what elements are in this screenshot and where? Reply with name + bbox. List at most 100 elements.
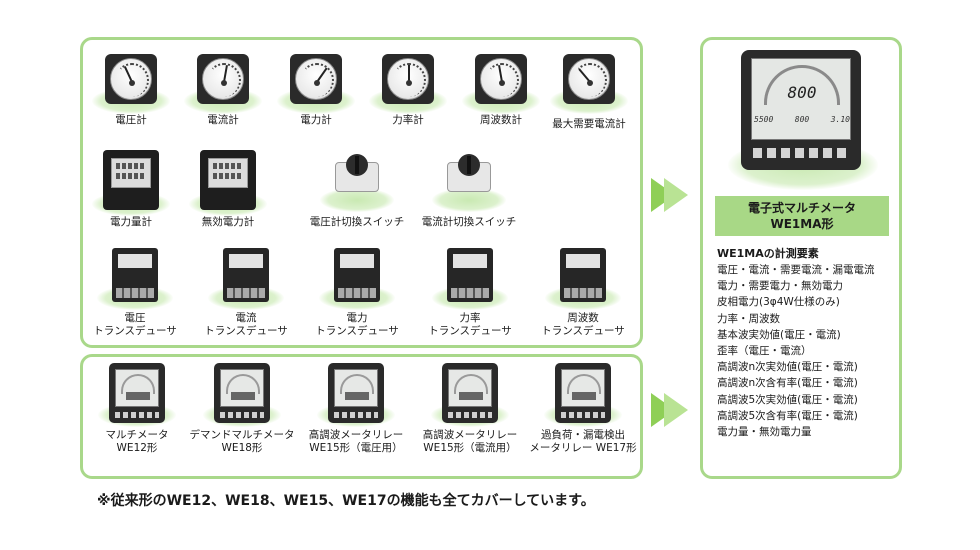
- max-demand-ammeter-item: 最大需要電流計: [541, 52, 637, 131]
- element-item: 基本波実効値(電圧・電流): [717, 328, 841, 341]
- power-transducer-image: [317, 248, 397, 312]
- item-label-line2: WE12形: [116, 442, 158, 454]
- footnote: ※従来形のWE12、WE18、WE15、WE17の機能も全てカバーしています。: [97, 493, 595, 509]
- voltmeter-switch-image: [317, 148, 397, 216]
- main-reading: 800: [787, 83, 817, 102]
- sub-reading: 5500: [754, 115, 774, 124]
- item-label-line1: 過負荷・漏電検出: [541, 429, 625, 441]
- element-item: 高調波5次含有率(電圧・電流): [717, 409, 858, 422]
- we15-current-image: [430, 363, 510, 429]
- wattmeter-item: 電力計: [276, 52, 356, 127]
- we15-voltage-item: 高調波メータリレー WE15形（電圧用）: [301, 363, 411, 455]
- item-label-line1: 電力: [346, 312, 368, 324]
- voltage-transducer-image: [95, 248, 175, 312]
- item-label-line1: 高調波メータリレー: [308, 429, 404, 441]
- front-buttons: [753, 148, 849, 158]
- element-item: 高調波n次含有率(電圧・電流): [717, 377, 858, 390]
- ammeter-image: [183, 52, 263, 114]
- sub-readings: 5500 800 3.10: [754, 115, 850, 124]
- we1ma-screen: 800 5500 800 3.10: [751, 58, 851, 140]
- power-factor-meter-item: 力率計: [368, 52, 448, 127]
- model-banner: 電子式マルチメータ WE1MA形: [715, 196, 889, 236]
- we18-image: [202, 363, 282, 429]
- arrow-right-icon: [664, 393, 688, 427]
- ammeter-switch-image: [429, 148, 509, 216]
- item-label-line2: トランスデューサ: [428, 325, 512, 337]
- watt-hour-meter-item: 電力量計: [91, 148, 171, 229]
- element-item: 力率・周波数: [717, 312, 780, 325]
- we12-image: [97, 363, 177, 429]
- elements-list: 電圧・電流・需要電流・漏電電流 電力・需要電力・無効電力 皮相電力(3φ4W仕様…: [717, 262, 875, 440]
- varmeter-item: 無効電力計: [183, 148, 273, 229]
- item-label-line2: WE15形（電圧用）: [309, 442, 403, 454]
- item-label-line1: 電流: [235, 312, 257, 324]
- element-item: 電圧・電流・需要電流・漏電電流: [717, 264, 875, 276]
- voltage-transducer-item: 電圧 トランスデューサ: [87, 248, 183, 338]
- legacy-multimeters-panel: マルチメータ WE12形 デマンドマルチメータ WE18形 高調波メータリレー …: [80, 354, 643, 479]
- current-transducer-image: [206, 248, 286, 312]
- max-demand-ammeter-image: [549, 52, 629, 114]
- item-label-line1: 周波数: [567, 312, 599, 324]
- item-label: 力率計: [392, 114, 424, 126]
- element-item: 電力・需要電力・無効電力: [717, 280, 843, 293]
- item-label: 電圧計切換スイッチ: [309, 216, 405, 228]
- item-label: 電圧計: [115, 114, 147, 126]
- item-label-line2: トランスデューサ: [541, 325, 625, 337]
- power-factor-meter-image: [368, 52, 448, 114]
- we18-item: デマンドマルチメータ WE18形: [189, 363, 295, 455]
- element-item: 電力量・無効電力量: [717, 426, 812, 439]
- item-label-line1: 高調波メータリレー: [422, 429, 518, 441]
- frequency-meter-item: 周波数計: [461, 52, 541, 127]
- wattmeter-image: [276, 52, 356, 114]
- item-label-line1: デマンドマルチメータ: [189, 429, 295, 441]
- we15-voltage-image: [316, 363, 396, 429]
- we17-item: 過負荷・漏電検出 メータリレー WE17形: [527, 363, 639, 455]
- frequency-meter-image: [461, 52, 541, 114]
- item-label: 無効電力計: [201, 216, 255, 228]
- we1ma-device-image: 800 5500 800 3.10: [741, 50, 861, 170]
- watt-hour-meter-image: [91, 148, 171, 216]
- element-item: 歪率（電圧・電流）: [717, 345, 812, 358]
- frequency-transducer-item: 周波数 トランスデューサ: [535, 248, 631, 338]
- legacy-meters-panel: 電圧計 電流計 電力計 力率計 周波数計 最大需要電流計: [80, 37, 643, 348]
- frequency-transducer-image: [543, 248, 623, 312]
- item-label-line2: WE15形（電流用）: [423, 442, 517, 454]
- item-label-line1: 電圧: [124, 312, 146, 324]
- arrow-right-icon: [664, 178, 688, 212]
- sub-reading: 3.10: [830, 115, 850, 124]
- item-label-line1: 力率: [459, 312, 481, 324]
- item-label: 電力量計: [110, 216, 152, 228]
- power-factor-transducer-item: 力率 トランスデューサ: [422, 248, 518, 338]
- we17-image: [543, 363, 623, 429]
- sub-reading: 800: [794, 115, 810, 124]
- item-label: 最大需要電流計: [552, 118, 626, 130]
- elements-title: WE1MAの計測要素: [717, 247, 819, 260]
- ammeter-switch-item: 電流計切換スイッチ: [413, 148, 525, 229]
- banner-line2: WE1MA形: [770, 217, 834, 231]
- item-label: 電力計: [300, 114, 332, 126]
- item-label: 電流計: [207, 114, 239, 126]
- power-factor-transducer-image: [430, 248, 510, 312]
- item-label-line2: トランスデューサ: [93, 325, 177, 337]
- item-label-line2: トランスデューサ: [315, 325, 399, 337]
- current-transducer-item: 電流 トランスデューサ: [198, 248, 294, 338]
- we15-current-item: 高調波メータリレー WE15形（電流用）: [415, 363, 525, 455]
- we12-item: マルチメータ WE12形: [89, 363, 185, 455]
- item-label-line1: マルチメータ: [105, 429, 169, 441]
- voltmeter-image: [91, 52, 171, 114]
- element-item: 皮相電力(3φ4W仕様のみ): [717, 296, 840, 309]
- varmeter-image: [188, 148, 268, 216]
- item-label-line2: メータリレー WE17形: [529, 442, 637, 454]
- item-label: 電流計切換スイッチ: [421, 216, 517, 228]
- element-item: 高調波n次実効値(電圧・電流): [717, 361, 858, 374]
- item-label-line2: トランスデューサ: [204, 325, 288, 337]
- ammeter-item: 電流計: [183, 52, 263, 127]
- voltmeter-item: 電圧計: [91, 52, 171, 127]
- item-label-line2: WE18形: [221, 442, 263, 454]
- banner-line1: 電子式マルチメータ: [747, 201, 856, 215]
- voltmeter-switch-item: 電圧計切換スイッチ: [301, 148, 413, 229]
- item-label: 周波数計: [480, 114, 522, 126]
- element-item: 高調波5次実効値(電圧・電流): [717, 393, 858, 406]
- we1ma-panel: 800 5500 800 3.10 電子式マルチメータ WE1MA形 WE1MA…: [700, 37, 902, 479]
- power-transducer-item: 電力 トランスデューサ: [309, 248, 405, 338]
